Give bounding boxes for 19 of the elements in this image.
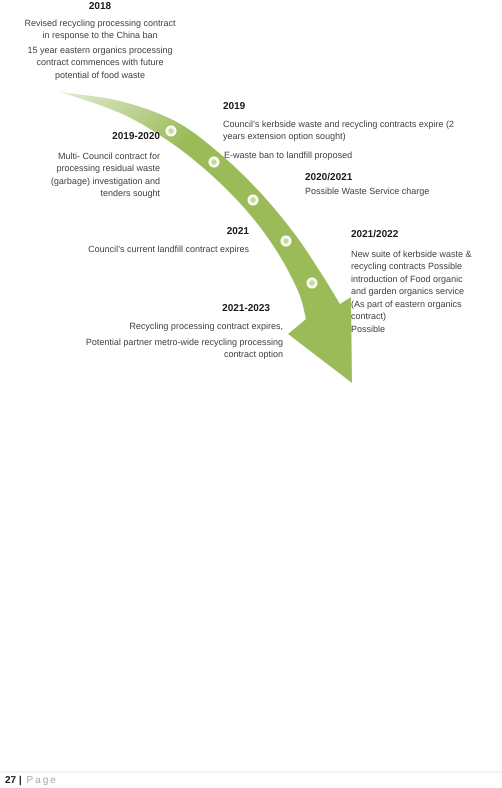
- page-number: 27 | Page: [5, 775, 58, 788]
- event-text: Multi- Council contract for processing residual waste (garbage) investigation and tenders sought: [50, 150, 160, 200]
- year-heading: 2018: [88, 1, 112, 13]
- event-text: Potential partner metro-wide recycling processing contract option: [84, 336, 283, 361]
- year-heading: 2021/2022: [351, 229, 398, 241]
- event-text: Council’s current landfill contract expires: [88, 243, 249, 256]
- event-text: Possible Waste Service charge: [305, 185, 430, 198]
- year-heading: 2021-2023: [222, 303, 270, 315]
- event-text: Recycling processing contract expires,: [129, 320, 283, 332]
- year-heading: 2021: [226, 226, 249, 238]
- event-text: 15 year eastern organics processing contract commences with future potential of food waste: [26, 44, 174, 82]
- year-heading: 2019: [223, 101, 246, 113]
- year-heading: 2020/2021: [305, 172, 352, 184]
- event-text: Council’s kerbside waste and recycling contracts expire (2 years extension option sought): [223, 118, 455, 143]
- event-text: Possible: [351, 323, 386, 336]
- event-text: Revised recycling processing contract in response to the China ban: [23, 17, 177, 42]
- year-heading: 2019-2020: [112, 131, 160, 143]
- event-text: E-waste ban to landfill proposed: [224, 149, 354, 162]
- event-text: New suite of kerbside waste & recycling contracts Possible introduction of Food organic and garden organics service (As part of eastern organics contract): [351, 248, 473, 322]
